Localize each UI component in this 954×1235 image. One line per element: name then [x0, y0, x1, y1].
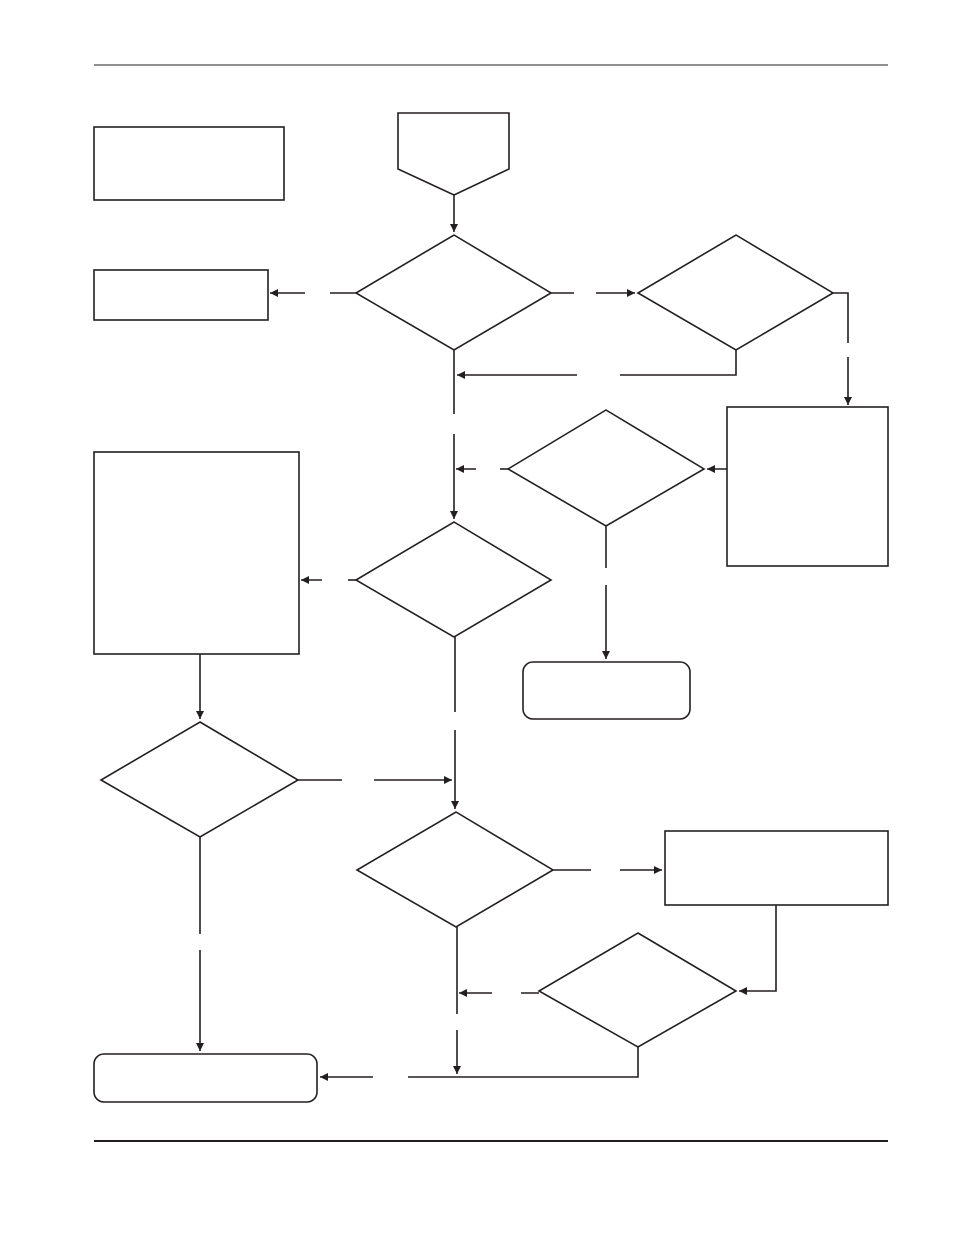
process-box-large — [93, 451, 300, 655]
process-box-right — [726, 406, 889, 567]
note-box — [93, 126, 285, 201]
process-box-left — [93, 269, 269, 321]
decision-4 — [354, 521, 553, 638]
decision-1 — [354, 234, 553, 351]
decision-5 — [99, 721, 300, 838]
decision-3 — [506, 409, 706, 527]
decision-2 — [636, 234, 835, 351]
process-box-lower-right — [664, 830, 889, 906]
terminal-box-1 — [522, 661, 691, 720]
decision-6 — [355, 811, 555, 928]
decision-7 — [537, 932, 738, 1048]
terminal-box-2 — [93, 1053, 318, 1103]
start-connector — [397, 112, 510, 196]
connector-lower-right-box-to-d7 — [739, 905, 777, 995]
connector-d2-right-stub — [833, 292, 849, 343]
connector-d7-bottom-run — [408, 1047, 639, 1078]
connector-d2-bottom-stub — [620, 350, 737, 376]
